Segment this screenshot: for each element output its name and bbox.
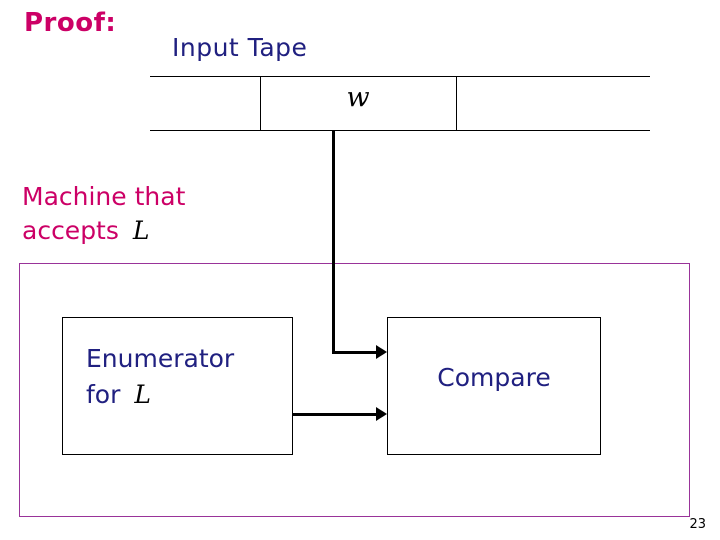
enumerator-label-for: for <box>86 380 121 410</box>
proof-label: Proof: <box>24 8 117 38</box>
page-number: 23 <box>689 517 706 532</box>
enumerator-to-compare-arrowhead-icon <box>376 407 387 421</box>
input-tape-label: Input Tape <box>172 33 308 62</box>
machine-language-symbol: L <box>132 215 150 245</box>
tape-to-compare-vertical-line <box>332 131 335 354</box>
tape-symbol-w: w <box>346 82 370 113</box>
tape-cell-divider-left <box>260 77 261 130</box>
enumerator-label-line2: for L <box>86 377 234 413</box>
compare-label: Compare <box>437 363 551 392</box>
tape-to-compare-arrowhead-icon <box>376 345 387 359</box>
machine-caption-accepts: accepts <box>22 215 119 245</box>
tape-to-compare-horizontal-line <box>332 351 378 354</box>
machine-outline-box <box>19 263 690 517</box>
enumerator-language-symbol: L <box>134 380 151 410</box>
enumerator-label-line1: Enumerator <box>86 344 235 373</box>
enumerator-box <box>62 317 293 455</box>
machine-caption-line2: accepts L <box>22 214 185 248</box>
tape-bottom-line <box>150 130 650 131</box>
machine-caption-line1: Machine that <box>22 182 186 211</box>
machine-caption: Machine that accepts L <box>22 180 185 248</box>
tape-top-line <box>150 76 650 77</box>
input-tape: w <box>150 76 650 131</box>
tape-cell-divider-right <box>456 77 457 130</box>
compare-box <box>387 317 601 455</box>
enumerator-to-compare-line <box>293 413 378 416</box>
enumerator-label: Enumerator for L <box>86 341 234 414</box>
